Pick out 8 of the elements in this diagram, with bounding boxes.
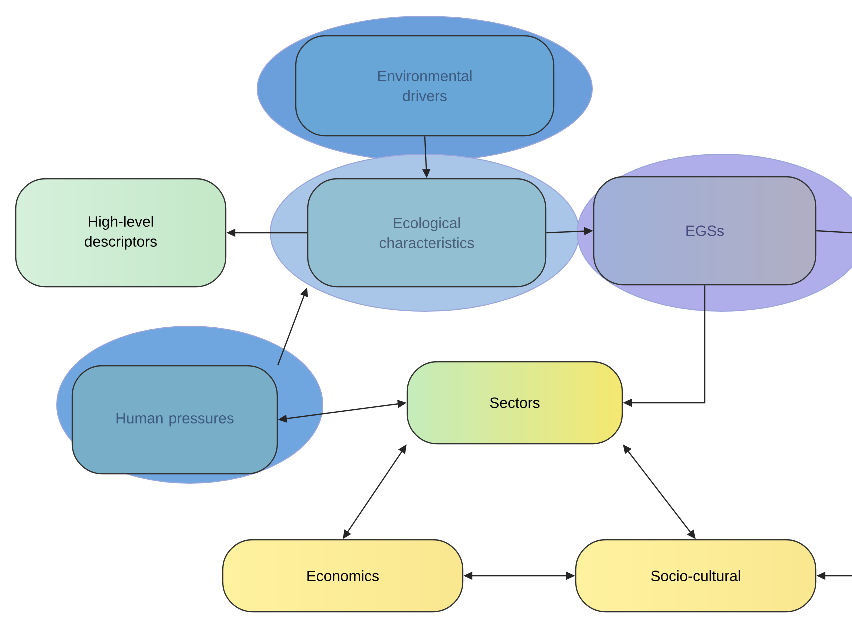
rounded-box: Environmental drivers [295,35,555,137]
rounded-box: Socio-cultural [575,539,817,613]
rounded-box: Economics [222,539,464,613]
rounded-box: High-level descriptors [15,178,227,288]
rounded-box: Human pressures [72,365,278,475]
rounded-box: Sectors [406,361,624,445]
rounded-box: EGSs [593,176,817,286]
rounded-box: Ecological characteristics [307,178,547,288]
